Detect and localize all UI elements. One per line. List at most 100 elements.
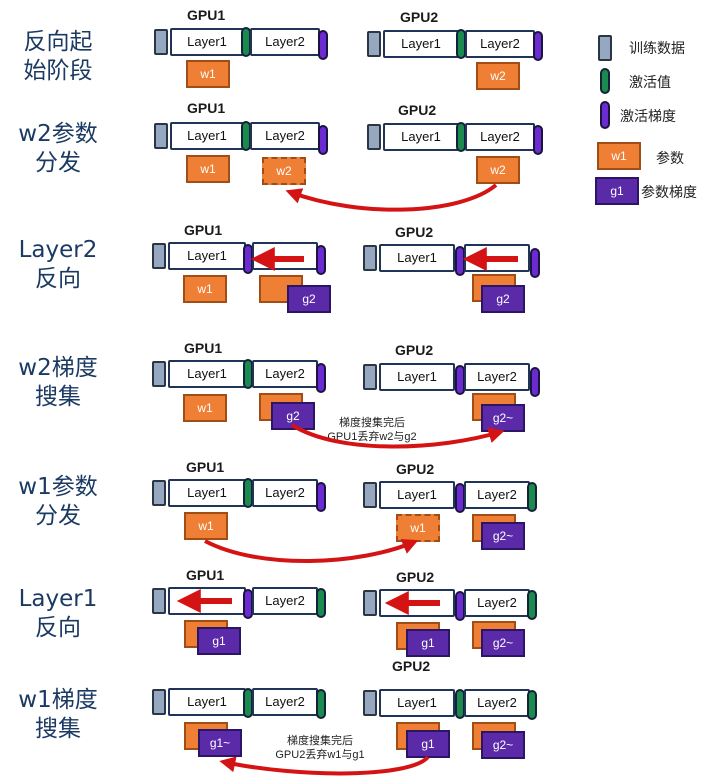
activation-grad-block xyxy=(318,30,328,60)
gpu2-g2: g2 xyxy=(481,285,525,313)
gpu2-w2: w2 xyxy=(476,62,520,90)
stage-title-5: w1参数分发 xyxy=(18,474,98,529)
gpu1-layer2: Layer2 xyxy=(250,122,320,150)
legend-data-label: 训练数据 xyxy=(629,41,685,57)
training-data-block xyxy=(367,124,381,150)
gpu1-label: GPU1 xyxy=(187,100,226,116)
training-data-block xyxy=(363,590,377,616)
gpu2-g1: g1 xyxy=(406,629,450,657)
training-data-block xyxy=(363,482,377,508)
legend-activation-grad-swatch xyxy=(600,101,610,129)
gpu1-layer2: Layer2 xyxy=(252,479,318,507)
stage-title-2: w2参数分发 xyxy=(18,121,98,176)
training-data-block xyxy=(363,690,377,716)
arrow-w2-broadcast xyxy=(285,183,498,212)
gpu1-w2-received: w2 xyxy=(262,157,306,185)
gpu2-w2: w2 xyxy=(476,156,520,184)
activation-block xyxy=(527,590,537,620)
activation-block xyxy=(316,689,326,719)
activation-grad-block xyxy=(530,367,540,397)
gpu2-layer1: Layer1 xyxy=(379,689,455,717)
activation-grad-block xyxy=(533,125,543,155)
gpu1-g2: g2 xyxy=(271,402,315,430)
gpu1-label: GPU1 xyxy=(184,340,223,356)
legend-param-swatch: w1 xyxy=(597,142,641,170)
gpu1-layer1: Layer1 xyxy=(168,242,246,270)
gpu2-layer2: Layer2 xyxy=(464,689,530,717)
gpu2-label: GPU2 xyxy=(395,342,434,358)
training-data-block xyxy=(152,588,166,614)
training-data-block xyxy=(363,364,377,390)
gpu2-layer2: Layer2 xyxy=(464,363,530,391)
gpu2-g2-accumulated: g2~ xyxy=(481,629,525,657)
gpu2-label: GPU2 xyxy=(400,9,439,25)
stage-title-4: w2梯度搜集 xyxy=(18,355,98,410)
legend-param-grad-swatch: g1 xyxy=(595,177,639,205)
legend-param-label: 参数 xyxy=(656,151,684,167)
training-data-block xyxy=(154,29,168,55)
gpu1-g1: g1 xyxy=(197,627,241,655)
arrow-g2-gather xyxy=(290,423,505,449)
gpu1-w1: w1 xyxy=(186,155,230,183)
gpu2-label: GPU2 xyxy=(398,102,437,118)
gpu2-layer2: Layer2 xyxy=(464,589,530,617)
stage-title-1: 反向起始阶段 xyxy=(23,29,93,84)
training-data-block xyxy=(154,123,168,149)
gpu1-label: GPU1 xyxy=(186,567,225,583)
activation-grad-block xyxy=(533,31,543,61)
gpu2-label: GPU2 xyxy=(392,658,431,674)
activation-grad-block xyxy=(318,125,328,155)
gpu1-layer2: Layer2 xyxy=(252,360,318,388)
gpu2-layer1: Layer1 xyxy=(379,244,455,272)
gpu2-label: GPU2 xyxy=(395,224,434,240)
gpu1-w1: w1 xyxy=(183,275,227,303)
training-data-block xyxy=(152,243,166,269)
gpu1-label: GPU1 xyxy=(184,222,223,238)
gpu2-layer1: Layer1 xyxy=(379,363,455,391)
activation-grad-block xyxy=(316,245,326,275)
gpu1-layer1: Layer1 xyxy=(170,28,244,56)
training-data-block xyxy=(367,31,381,57)
arrow-w1-broadcast xyxy=(204,539,419,564)
gpu1-w1: w1 xyxy=(184,512,228,540)
training-data-block xyxy=(152,689,166,715)
gpu2-layer1: Layer1 xyxy=(383,30,459,58)
gpu2-g2-accumulated: g2~ xyxy=(481,522,525,550)
activation-grad-block xyxy=(316,363,326,393)
gpu1-g2: g2 xyxy=(287,285,331,313)
gpu1-layer1: Layer1 xyxy=(170,122,244,150)
activation-block xyxy=(527,690,537,720)
activation-grad-block xyxy=(530,248,540,278)
activation-block xyxy=(316,588,326,618)
legend-activation-label: 激活值 xyxy=(629,75,671,91)
gpu2-layer1: Layer1 xyxy=(379,481,455,509)
gpu1-label: GPU1 xyxy=(186,459,225,475)
gpu2-label: GPU2 xyxy=(396,461,435,477)
gpu2-g2-accumulated: g2~ xyxy=(481,731,525,759)
training-data-block xyxy=(152,480,166,506)
gpu1-layer2: Layer2 xyxy=(250,28,320,56)
legend-activation-grad-label: 激活梯度 xyxy=(620,109,676,125)
activation-block xyxy=(527,482,537,512)
legend-param-grad-label: 参数梯度 xyxy=(641,185,697,201)
gpu2-label: GPU2 xyxy=(396,569,435,585)
legend-data-swatch xyxy=(598,35,612,61)
gpu2-layer2: Layer2 xyxy=(465,123,535,151)
gpu2-layer1: Layer1 xyxy=(383,123,459,151)
training-data-block xyxy=(363,245,377,271)
gpu1-g1-accumulated: g1~ xyxy=(198,729,242,757)
activation-grad-block xyxy=(316,482,326,512)
arrow-g1-gather xyxy=(219,755,430,776)
gpu1-layer2: Layer2 xyxy=(252,688,318,716)
stage-title-7: w1梯度搜集 xyxy=(18,687,98,742)
gpu1-layer1: Layer1 xyxy=(168,688,246,716)
gpu1-label: GPU1 xyxy=(187,7,226,23)
legend-activation-swatch xyxy=(600,68,610,94)
gpu1-layer1: Layer1 xyxy=(168,479,246,507)
gpu1-w1: w1 xyxy=(186,60,230,88)
